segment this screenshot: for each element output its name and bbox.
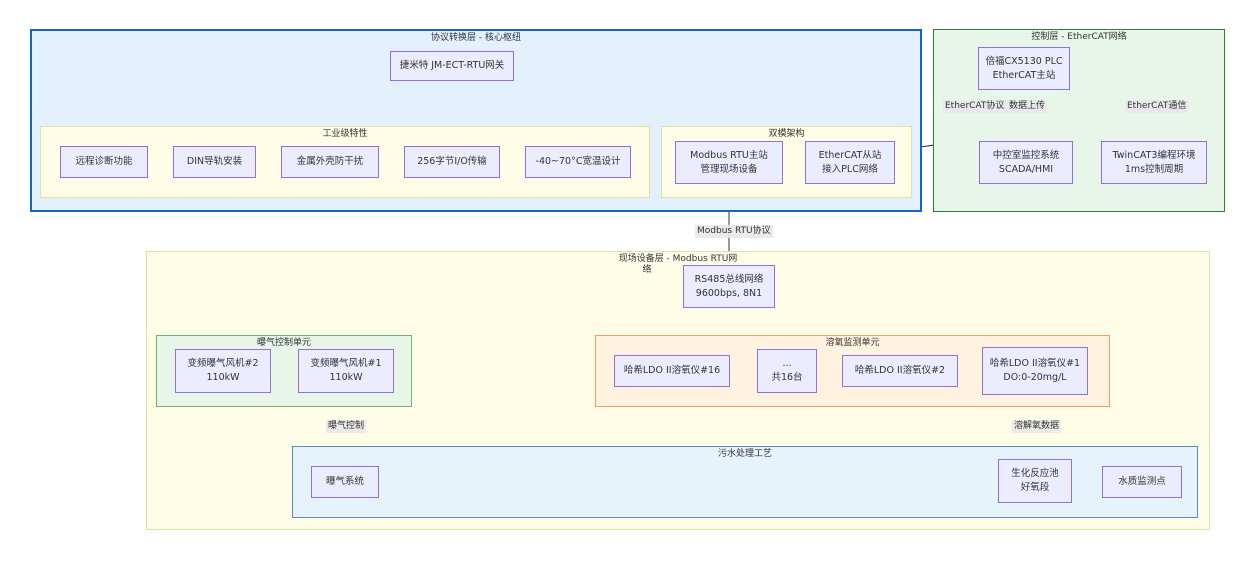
group-control-layer: 控制层 - EtherCAT网络 (933, 29, 1225, 212)
group-title: 控制层 - EtherCAT网络 (1031, 32, 1127, 42)
node-label: 256字节I/O传输 (417, 156, 487, 167)
node-label: 哈希LDO II溶氧仪#2 (854, 365, 946, 376)
group-title: 现场设备层 - Modbus RTU网 络 (147, 254, 1209, 276)
node-label-line: 共16台 (771, 372, 803, 383)
node-water-quality-point[interactable]: 水质监测点 (1102, 466, 1182, 498)
node-label-line: 1ms控制周期 (1124, 163, 1184, 175)
node-label-line: 110kW (206, 372, 240, 383)
group-title: 工业级特性 (322, 129, 368, 139)
node-label-line: SCADA/HMI (998, 163, 1054, 175)
node-fan-2[interactable]: 变频曝气风机#2 110kW (175, 349, 271, 393)
node-rs485-bus[interactable]: RS485总线网络 9600bps, 8N1 (683, 265, 775, 308)
node-wide-temp[interactable]: -40~70°C宽温设计 (525, 146, 631, 178)
group-title-line: 现场设备层 - Modbus RTU网 (618, 254, 738, 264)
group-title: 双模架构 (768, 129, 805, 139)
node-label: 曝气系统 (325, 476, 364, 487)
node-label: 远程诊断功能 (75, 156, 133, 167)
node-aeration-system[interactable]: 曝气系统 (311, 466, 379, 498)
node-label-line: 哈希LDO II溶氧仪#1 (989, 358, 1081, 369)
group-title: 曝气控制单元 (256, 338, 311, 348)
node-do-1[interactable]: 哈希LDO II溶氧仪#1 DO:0-20mg/L (982, 347, 1088, 395)
node-label-line: DO:0-20mg/L (1003, 372, 1067, 383)
node-label-line: Modbus RTU主站 (690, 149, 768, 161)
node-label: 金属外壳防干扰 (296, 156, 364, 167)
node-label: DIN导轨安装 (186, 156, 243, 167)
node-fan-1[interactable]: 变频曝气风机#1 110kW (298, 349, 394, 393)
node-gateway[interactable]: 捷米特 JM-ECT-RTU网关 (390, 51, 514, 81)
node-twincat[interactable]: TwinCAT3编程环境 1ms控制周期 (1101, 141, 1207, 184)
edge-label-aeration-control: 曝气控制 (326, 420, 367, 433)
edge-label-ethercat-comm: EtherCAT通信 (1125, 100, 1189, 113)
node-label-line: ... (782, 358, 792, 369)
node-ethercat-slave[interactable]: EtherCAT从站 接入PLC网络 (805, 141, 895, 184)
edge-label-modbus-protocol: Modbus RTU协议 (695, 225, 773, 238)
node-do-ellipsis[interactable]: ... 共16台 (757, 349, 817, 393)
node-label-line: EtherCAT主站 (992, 69, 1056, 81)
node-scada[interactable]: 中控室监控系统 SCADA/HMI (979, 141, 1073, 184)
node-label: 捷米特 JM-ECT-RTU网关 (399, 60, 505, 71)
node-label-line: 变频曝气风机#2 (187, 358, 259, 369)
node-label-line: 变频曝气风机#1 (310, 358, 382, 369)
node-label-line: 倍福CX5130 PLC (985, 55, 1063, 67)
node-label-line: EtherCAT从站 (818, 149, 882, 161)
edge-label-do-data: 溶解氧数据 (1012, 420, 1062, 433)
group-title: 溶氧监测单元 (825, 338, 880, 348)
node-label-line: 接入PLC网络 (822, 163, 878, 175)
node-plc[interactable]: 倍福CX5130 PLC EtherCAT主站 (978, 47, 1070, 90)
node-label-line: 管理现场设备 (700, 163, 758, 175)
node-label: 水质监测点 (1118, 476, 1166, 487)
group-title: 协议转换层 - 核心枢纽 (431, 33, 521, 43)
node-label: 哈希LDO II溶氧仪#16 (623, 365, 721, 376)
node-label-line: RS485总线网络 (694, 273, 764, 285)
node-remote-diag[interactable]: 远程诊断功能 (60, 146, 148, 178)
node-label-line: 生化反应池 (1011, 468, 1059, 479)
edge-label-data-upload: 数据上传 (1007, 100, 1048, 113)
node-do-16[interactable]: 哈希LDO II溶氧仪#16 (614, 355, 730, 387)
node-label-line: 9600bps, 8N1 (695, 287, 763, 299)
node-label-line: 110kW (329, 372, 363, 383)
node-label-line: TwinCAT3编程环境 (1112, 149, 1196, 161)
node-bio-tank[interactable]: 生化反应池 好氧段 (998, 459, 1072, 503)
node-modbus-master[interactable]: Modbus RTU主站 管理现场设备 (675, 141, 783, 184)
node-din-rail[interactable]: DIN导轨安装 (173, 146, 256, 178)
node-io-256[interactable]: 256字节I/O传输 (404, 146, 500, 178)
group-title: 污水处理工艺 (717, 449, 772, 459)
node-do-2[interactable]: 哈希LDO II溶氧仪#2 (842, 355, 958, 387)
node-label: -40~70°C宽温设计 (535, 156, 621, 167)
node-metal-case[interactable]: 金属外壳防干扰 (281, 146, 379, 178)
group-title-line: 络 (642, 265, 652, 275)
node-label-line: 中控室监控系统 (992, 149, 1060, 161)
node-label-line: 好氧段 (1020, 482, 1050, 493)
edge-label-ethercat-protocol: EtherCAT协议 (943, 100, 1007, 113)
